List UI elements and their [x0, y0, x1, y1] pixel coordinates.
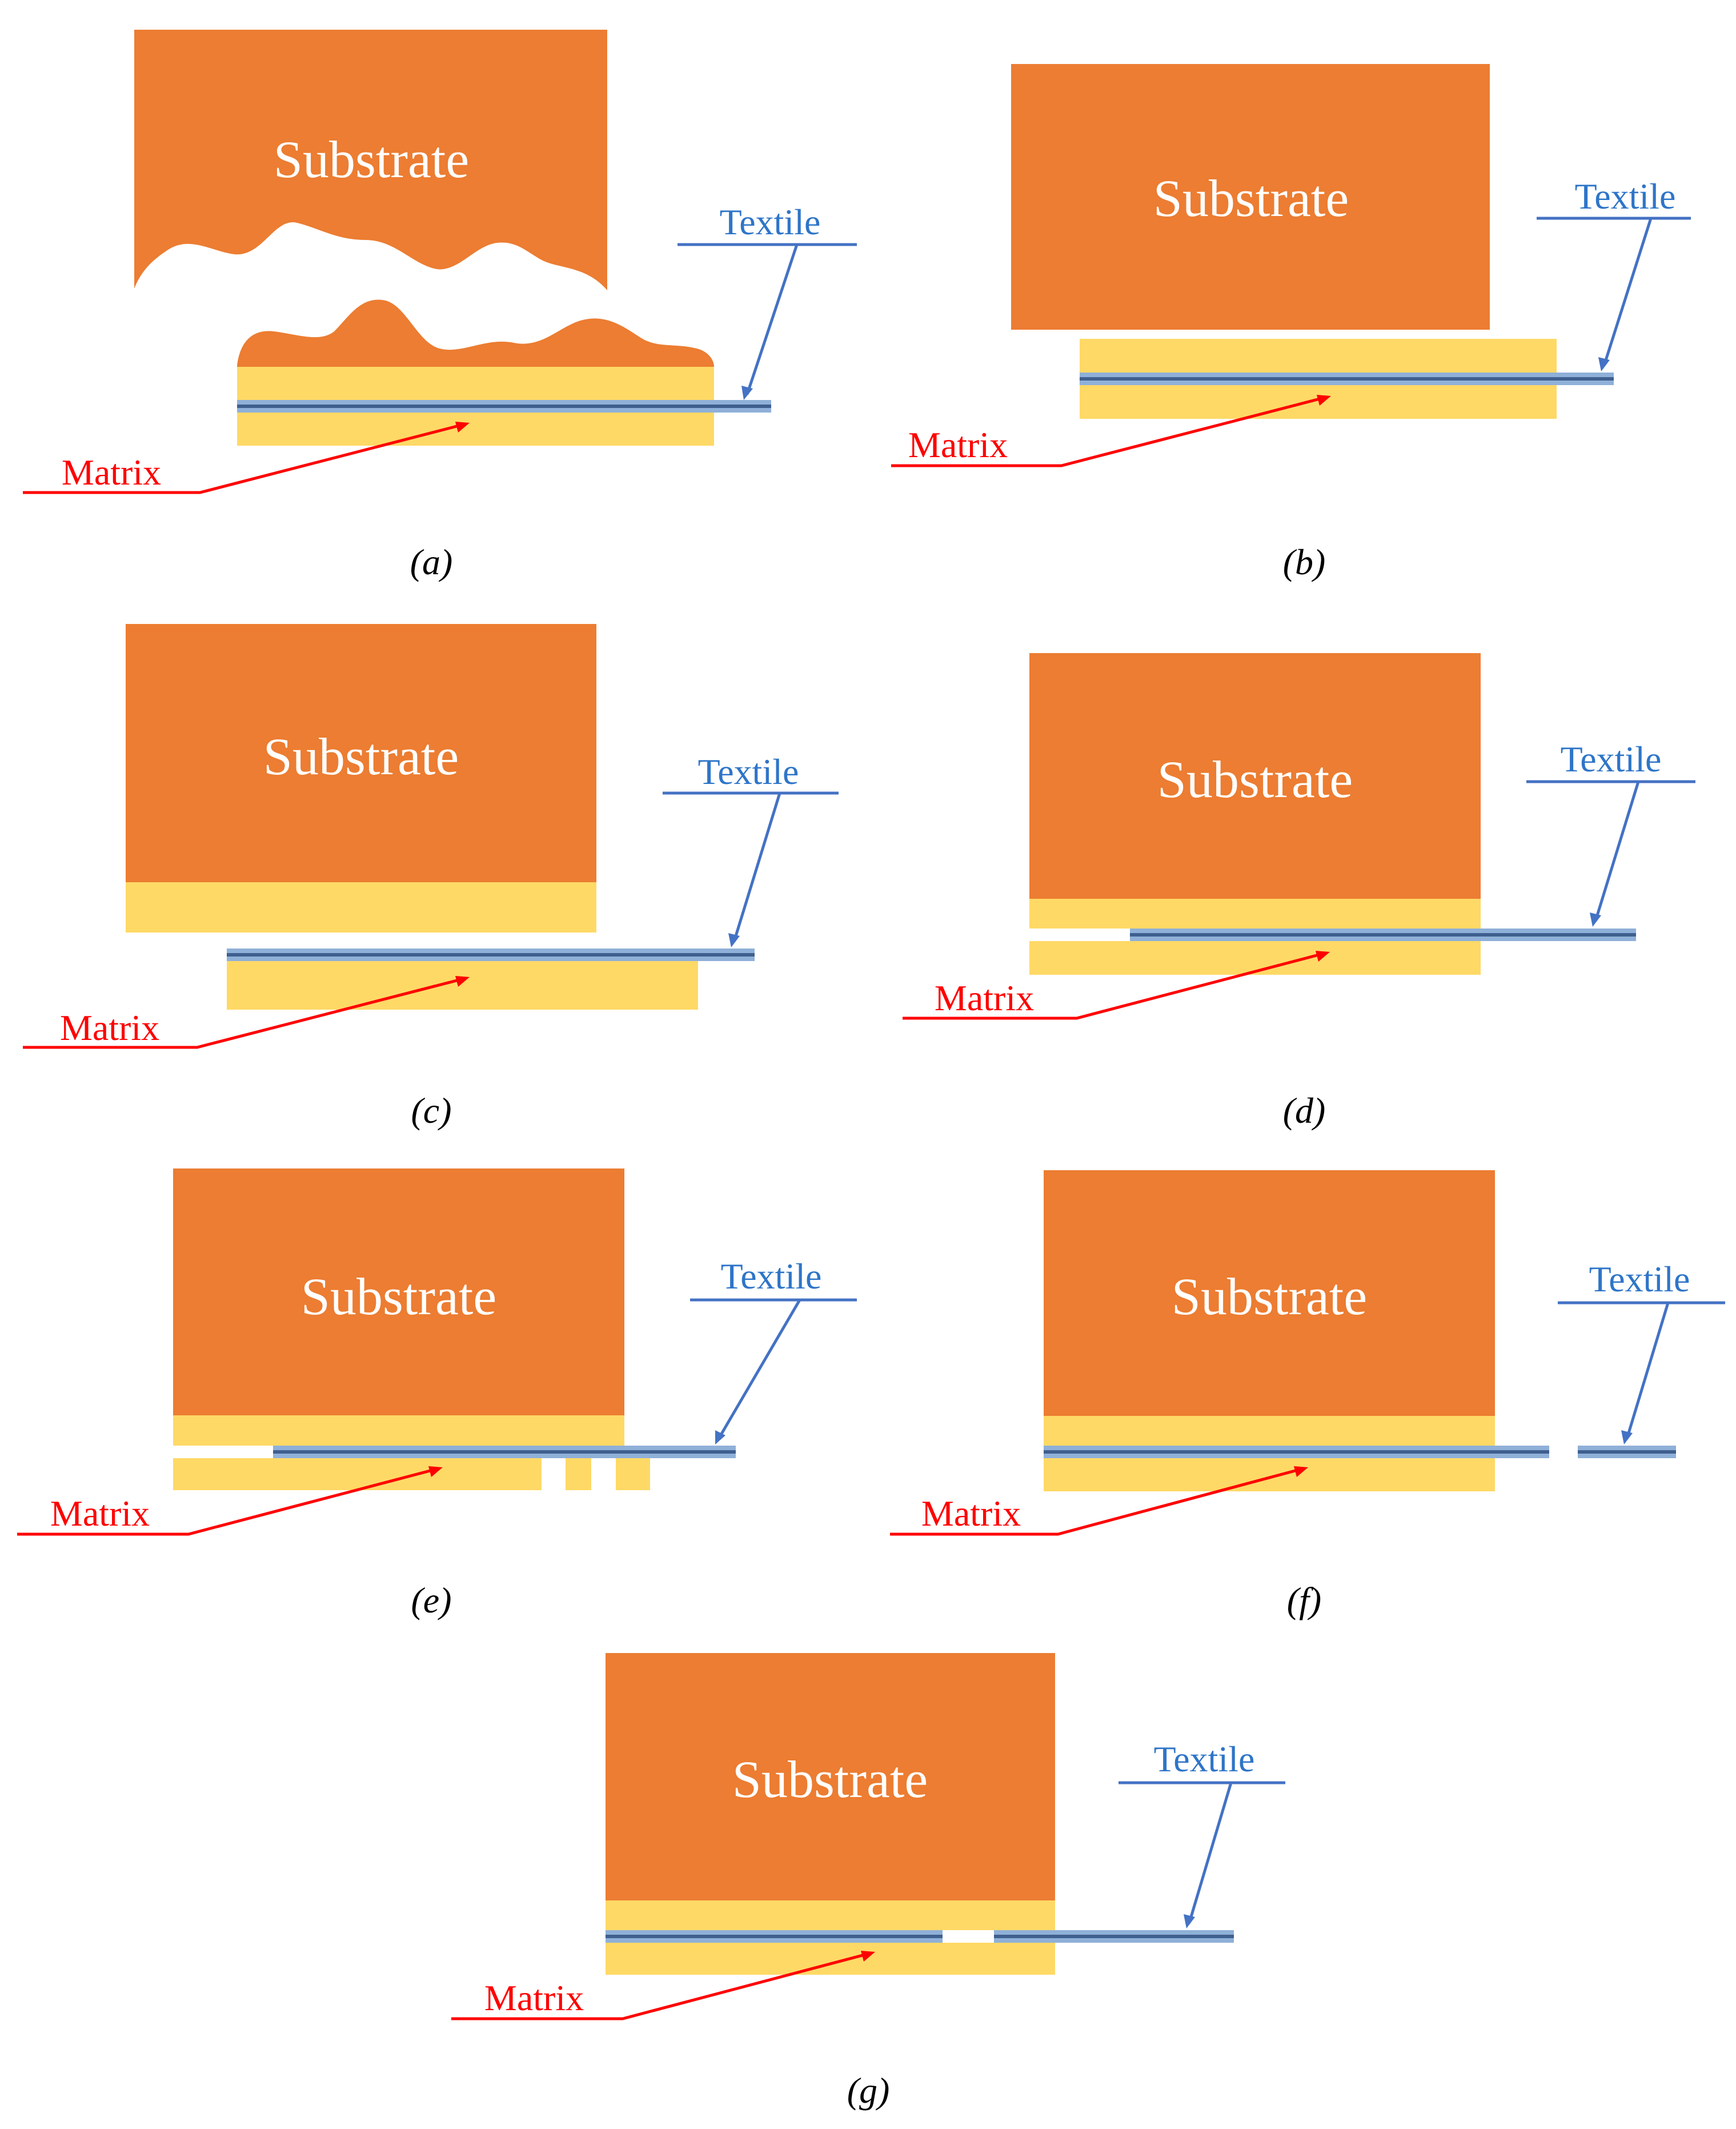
- matrix-leader-line: [903, 951, 1326, 1020]
- matrix-label: Matrix: [62, 452, 161, 493]
- matrix-leader-line: [891, 395, 1327, 467]
- textile-arrow: [745, 244, 799, 395]
- panel-g: Substrate Textile Matrix (g): [451, 1653, 1285, 2111]
- matrix-label: Matrix: [935, 978, 1034, 1018]
- matrix-fractured-top: [237, 299, 714, 367]
- textile-yarn-core: [227, 953, 755, 957]
- matrix-upper-layer: [126, 882, 596, 933]
- matrix-leader-line: [23, 422, 466, 494]
- textile-yarn-core: [1080, 377, 1614, 381]
- substrate-label: Substrate: [1157, 750, 1353, 809]
- debond-gap: [1029, 929, 1130, 941]
- panel-caption: (g): [847, 2070, 890, 2111]
- textile-yarn-core: [273, 1450, 736, 1454]
- matrix-label: Matrix: [484, 1978, 584, 2018]
- textile-label: Textile: [721, 1256, 822, 1296]
- matrix-crack-segment: [566, 1458, 591, 1490]
- matrix-arrowhead: [1317, 395, 1331, 406]
- panel-d: Substrate Textile Matrix (d): [903, 653, 1695, 1131]
- matrix-label: Matrix: [908, 425, 1008, 465]
- matrix-leader-line: [23, 977, 466, 1049]
- textile-arrowhead: [1590, 913, 1601, 927]
- substrate-label: Substrate: [274, 130, 469, 189]
- textile-label: Textile: [1561, 739, 1662, 779]
- matrix-label: Matrix: [60, 1007, 159, 1048]
- matrix-upper-layer: [173, 1415, 624, 1446]
- panel-caption: (c): [411, 1090, 451, 1131]
- panel-caption: (b): [1283, 542, 1326, 582]
- textile-arrowhead: [1598, 357, 1610, 371]
- matrix-label: Matrix: [921, 1493, 1021, 1534]
- substrate-label: Substrate: [263, 727, 459, 786]
- textile-yarn-end-core: [994, 1935, 1234, 1938]
- panel-f: Substrate Textile Matrix (f): [890, 1170, 1725, 1620]
- textile-rupture-gap: [943, 1930, 994, 1943]
- substrate-label: Substrate: [732, 1750, 928, 1808]
- debond-gap: [173, 1446, 273, 1458]
- matrix-arrowhead: [455, 976, 470, 987]
- textile-arrowhead: [1621, 1430, 1633, 1444]
- substrate-block: [126, 624, 596, 882]
- textile-label: Textile: [1154, 1739, 1255, 1779]
- textile-arrow: [1625, 1302, 1670, 1439]
- textile-arrowhead: [1184, 1914, 1195, 1928]
- textile-arrow: [732, 793, 781, 942]
- textile-yarn-core: [1044, 1450, 1549, 1454]
- panel-a: Substrate Textile Matrix (a): [23, 30, 857, 582]
- textile-yarn-core: [1130, 933, 1636, 937]
- textile-label: Textile: [1589, 1259, 1690, 1299]
- textile-arrowhead: [728, 933, 740, 947]
- textile-yarn-core: [606, 1935, 943, 1938]
- matrix-arrowhead: [861, 1951, 875, 1962]
- textile-arrow: [1188, 1782, 1233, 1923]
- textile-arrow: [717, 1299, 801, 1440]
- panel-c: Substrate Textile Matrix (c): [23, 624, 839, 1131]
- textile-arrowhead: [741, 386, 753, 400]
- panel-caption: (f): [1287, 1580, 1321, 1620]
- panel-b: Substrate Textile Matrix (b): [891, 64, 1691, 582]
- matrix-arrowhead: [428, 1466, 443, 1477]
- matrix-arrowhead: [455, 422, 470, 433]
- substrate-label: Substrate: [301, 1267, 496, 1326]
- matrix-lower-segment: [173, 1458, 542, 1490]
- matrix-crack-segment: [616, 1458, 650, 1490]
- substrate-label: Substrate: [1153, 169, 1349, 227]
- substrate-label: Substrate: [1172, 1267, 1367, 1326]
- substrate-block: [134, 30, 607, 290]
- matrix-label: Matrix: [50, 1493, 150, 1534]
- textile-label: Textile: [1575, 176, 1676, 217]
- matrix-leader-line: [451, 1951, 872, 2020]
- matrix-leader-line: [17, 1467, 439, 1536]
- panel-e: Substrate Textile Matrix (e): [17, 1168, 857, 1620]
- textile-arrowhead: [715, 1430, 725, 1444]
- textile-yarn-core: [237, 405, 771, 408]
- matrix-arrowhead: [1316, 951, 1330, 962]
- textile-broken-end-core: [1578, 1450, 1676, 1454]
- textile-arrow: [1602, 218, 1653, 366]
- matrix-arrowhead: [1294, 1466, 1308, 1477]
- substrate-block: [1029, 653, 1481, 899]
- substrate-block: [606, 1653, 1055, 1900]
- substrate-block: [173, 1168, 624, 1415]
- textile-label: Textile: [698, 751, 799, 792]
- textile-arrow: [1594, 781, 1640, 922]
- matrix-leader-line: [890, 1467, 1304, 1536]
- textile-label: Textile: [720, 202, 821, 242]
- panel-caption: (d): [1283, 1090, 1326, 1131]
- substrate-block: [1011, 64, 1490, 330]
- panel-caption: (e): [411, 1580, 451, 1620]
- panel-caption: (a): [410, 542, 453, 582]
- substrate-block: [1044, 1170, 1495, 1416]
